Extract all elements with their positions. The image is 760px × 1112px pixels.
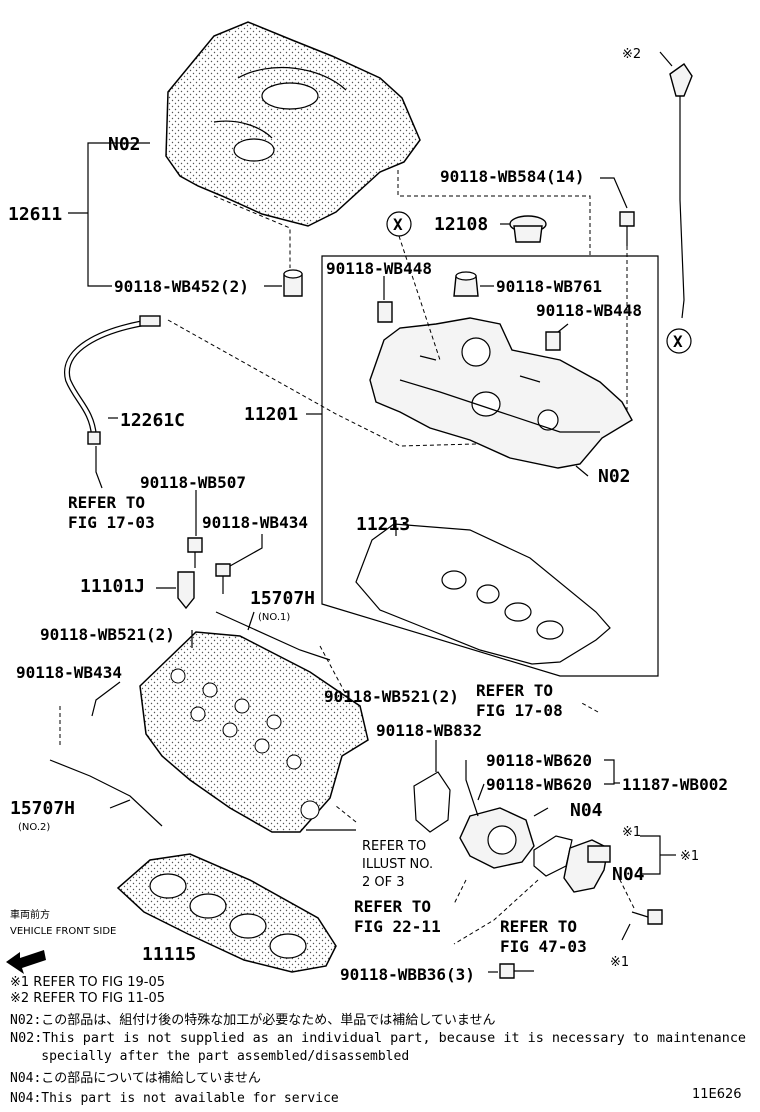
head-cover-gasket[interactable]	[355, 523, 611, 665]
footnote-n04-jp: N04:この部品については補給していません	[10, 1071, 261, 1086]
label-vehicle-front-en: VEHICLE FRONT SIDE	[10, 926, 116, 937]
grommet-wb448-b[interactable]	[545, 331, 561, 351]
bolt-wbb36[interactable]	[499, 963, 534, 979]
cylinder-head[interactable]	[139, 631, 369, 833]
label-12108: 12108	[434, 214, 488, 235]
grommet-wb452[interactable]	[283, 269, 303, 297]
label-n02-cover: N02	[598, 466, 631, 487]
label-90118-wb452: 90118-WB452(2)	[114, 277, 249, 296]
bolt-wb507[interactable]	[187, 537, 203, 568]
bolt-wb584[interactable]	[619, 211, 635, 246]
label-90118-wb507: 90118-WB507	[140, 473, 246, 492]
label-refer-1703-a: REFER TO	[68, 493, 145, 512]
footnote-n02-en2: specially after the part assembled/disas…	[10, 1049, 409, 1064]
label-refer-illust-a: REFER TO	[362, 839, 426, 854]
harness-bracket-no2[interactable]	[49, 759, 163, 827]
gasket-wb832[interactable]	[413, 771, 451, 833]
footnote-2: ※2 REFER TO FIG 11-05	[10, 991, 165, 1006]
label-12261c: 12261C	[120, 410, 185, 431]
label-refer-4703-b: FIG 47-03	[500, 937, 587, 956]
oil-filler-cap[interactable]	[509, 215, 547, 243]
label-90118-wb434-b: 90118-WB434	[16, 663, 122, 682]
label-refer-2211-b: FIG 22-11	[354, 917, 441, 936]
label-11187-wb002: 11187-WB002	[622, 775, 728, 794]
label-90118-wb832: 90118-WB832	[376, 721, 482, 740]
footnote-n04-en: N04:This part is not available for servi…	[10, 1091, 339, 1106]
bolt-right[interactable]	[631, 909, 663, 925]
vehicle-front-arrow-icon	[6, 950, 46, 974]
engine-cover[interactable]	[165, 21, 421, 227]
label-refer-1703-b: FIG 17-03	[68, 513, 155, 532]
footnote-n02-en1: N02:This part is not supplied as an indi…	[10, 1031, 746, 1046]
label-note1-mark-b: ※1	[680, 849, 699, 864]
label-note2-mark: ※2	[622, 47, 641, 62]
label-90118-wbb36: 90118-WBB36(3)	[340, 965, 475, 984]
label-90118-wb521-a: 90118-WB521(2)	[40, 625, 175, 644]
ventilation-hose[interactable]	[64, 315, 161, 445]
label-12611: 12611	[8, 204, 62, 225]
label-note1-mark-a: ※1	[622, 825, 641, 840]
label-90118-wb761: 90118-WB761	[496, 277, 602, 296]
sensor-11101j[interactable]	[177, 571, 195, 610]
label-no2: (NO.2)	[18, 822, 50, 833]
cylinder-head-cover[interactable]	[369, 317, 633, 469]
label-note1-mark-c: ※1	[610, 955, 629, 970]
x-marker-right	[666, 328, 692, 354]
label-15707h-no2: 15707H	[10, 798, 75, 819]
label-11101j: 11101J	[80, 576, 145, 597]
label-90118-wb448-b: 90118-WB448	[536, 301, 642, 320]
label-90118-wb434-a: 90118-WB434	[202, 513, 308, 532]
label-refer-illust-b: ILLUST NO.	[362, 857, 433, 872]
figure-id: 11E626	[692, 1087, 742, 1102]
oil-dipstick[interactable]	[669, 63, 693, 319]
label-90118-wb521-b: 90118-WB521(2)	[324, 687, 459, 706]
label-n04-b: N04	[612, 864, 645, 885]
label-x-right: X	[673, 332, 683, 351]
footnote-1: ※1 REFER TO FIG 19-05	[10, 975, 165, 990]
label-refer-4703-a: REFER TO	[500, 917, 577, 936]
label-11213: 11213	[356, 514, 410, 535]
seal-wb761[interactable]	[453, 271, 479, 297]
label-11115: 11115	[142, 944, 196, 965]
label-refer-illust-c: 2 OF 3	[362, 875, 405, 890]
bolt-wb434-a[interactable]	[215, 563, 231, 594]
water-outlet-housing[interactable]	[459, 807, 535, 869]
label-90118-wb620-a: 90118-WB620	[486, 751, 592, 770]
label-refer-2211-a: REFER TO	[354, 897, 431, 916]
label-11201: 11201	[244, 404, 298, 425]
footnote-n02-jp: N02:この部品は、組付け後の特殊な加工が必要なため、単品では補給していません	[10, 1012, 496, 1028]
label-refer-1708-a: REFER TO	[476, 681, 553, 700]
label-n04-a: N04	[570, 800, 603, 821]
label-15707h-no1: 15707H	[250, 588, 315, 609]
label-90118-wb620-b: 90118-WB620	[486, 775, 592, 794]
label-90118-wb448-a: 90118-WB448	[326, 259, 432, 278]
head-gasket[interactable]	[116, 853, 337, 973]
label-refer-1708-b: FIG 17-08	[476, 701, 563, 720]
label-vehicle-front-jp: 車両前方	[10, 908, 50, 921]
label-n02-top: N02	[108, 134, 141, 155]
water-inlet[interactable]	[563, 839, 611, 893]
label-x-left: X	[393, 215, 403, 234]
harness-bracket-no1[interactable]	[215, 611, 331, 661]
label-no1: (NO.1)	[258, 612, 290, 623]
grommet-wb448-a[interactable]	[377, 301, 393, 323]
label-90118-wb584: 90118-WB584(14)	[440, 167, 585, 186]
